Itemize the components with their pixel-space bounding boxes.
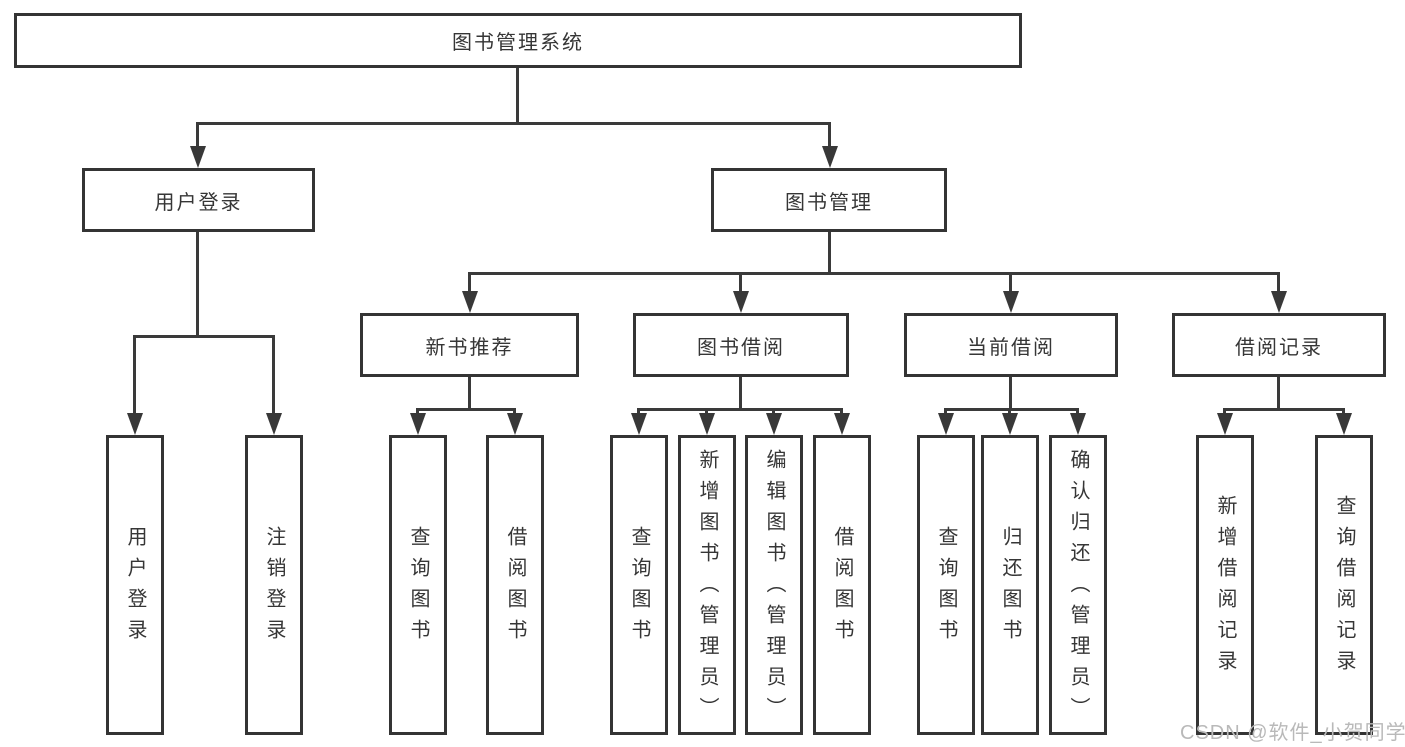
connector-line — [828, 232, 831, 272]
leaf-query-books-current: 查询图书 — [917, 435, 975, 735]
connector-line — [133, 335, 136, 415]
connector-line — [1223, 408, 1226, 415]
connector-line — [516, 68, 519, 122]
connector-line — [468, 272, 1280, 275]
arrow-down-icon — [938, 413, 954, 435]
connector-line — [416, 408, 419, 415]
connector-line — [1076, 408, 1079, 415]
connector-line — [1009, 272, 1012, 293]
connector-line — [840, 408, 843, 415]
connector-line — [637, 408, 640, 415]
arrow-down-icon — [834, 413, 850, 435]
connector-line — [513, 408, 516, 415]
arrow-down-icon — [1336, 413, 1352, 435]
leaf-add-books-admin: 新增图书（管理员） — [678, 435, 736, 735]
arrow-down-icon — [507, 413, 523, 435]
arrow-down-icon — [822, 146, 838, 168]
connector-line — [1277, 377, 1280, 408]
arrow-down-icon — [127, 413, 143, 435]
arrow-down-icon — [462, 291, 478, 313]
connector-line — [1009, 377, 1012, 408]
connector-line — [1342, 408, 1345, 415]
arrow-down-icon — [190, 146, 206, 168]
connector-line — [739, 272, 742, 293]
arrow-down-icon — [1070, 413, 1086, 435]
connector-line — [196, 122, 199, 148]
leaf-return-books: 归还图书 — [981, 435, 1039, 735]
leaf-logout: 注销登录 — [245, 435, 303, 735]
node-current-borrowing: 当前借阅 — [904, 313, 1118, 377]
arrow-down-icon — [631, 413, 647, 435]
leaf-borrow-books-borrowing: 借阅图书 — [813, 435, 871, 735]
connector-line — [1008, 408, 1011, 415]
arrow-down-icon — [1002, 413, 1018, 435]
connector-line — [739, 377, 742, 408]
connector-line — [944, 408, 1079, 411]
leaf-query-books-recommend: 查询图书 — [389, 435, 447, 735]
node-book-borrowing: 图书借阅 — [633, 313, 849, 377]
watermark-text: CSDN @软件_小贺同学 — [1180, 722, 1405, 744]
leaf-user-login: 用户登录 — [106, 435, 164, 735]
arrow-down-icon — [699, 413, 715, 435]
connector-line — [1223, 408, 1345, 411]
arrow-down-icon — [410, 413, 426, 435]
arrow-down-icon — [766, 413, 782, 435]
node-book-management: 图书管理 — [711, 168, 947, 232]
leaf-query-borrow-record: 查询借阅记录 — [1315, 435, 1373, 735]
leaf-confirm-return-admin: 确认归还（管理员） — [1049, 435, 1107, 735]
leaf-borrow-books-recommend: 借阅图书 — [486, 435, 544, 735]
node-borrowing-records: 借阅记录 — [1172, 313, 1386, 377]
connector-line — [468, 272, 471, 293]
leaf-edit-books-admin: 编辑图书（管理员） — [745, 435, 803, 735]
arrow-down-icon — [1217, 413, 1233, 435]
connector-line — [828, 122, 831, 148]
node-new-book-recommendation: 新书推荐 — [360, 313, 579, 377]
connector-line — [196, 122, 831, 125]
connector-line — [1277, 272, 1280, 293]
leaf-add-borrow-record: 新增借阅记录 — [1196, 435, 1254, 735]
connector-line — [772, 408, 775, 415]
connector-line — [468, 377, 471, 408]
connector-line — [944, 408, 947, 415]
node-library-system: 图书管理系统 — [14, 13, 1022, 68]
connector-line — [637, 408, 843, 411]
connector-line — [196, 232, 199, 335]
arrow-down-icon — [266, 413, 282, 435]
connector-line — [705, 408, 708, 415]
leaf-query-books-borrowing: 查询图书 — [610, 435, 668, 735]
connector-line — [272, 335, 275, 415]
node-user-login: 用户登录 — [82, 168, 315, 232]
connector-line — [133, 335, 275, 338]
arrow-down-icon — [1271, 291, 1287, 313]
arrow-down-icon — [1003, 291, 1019, 313]
connector-line — [416, 408, 516, 411]
arrow-down-icon — [733, 291, 749, 313]
